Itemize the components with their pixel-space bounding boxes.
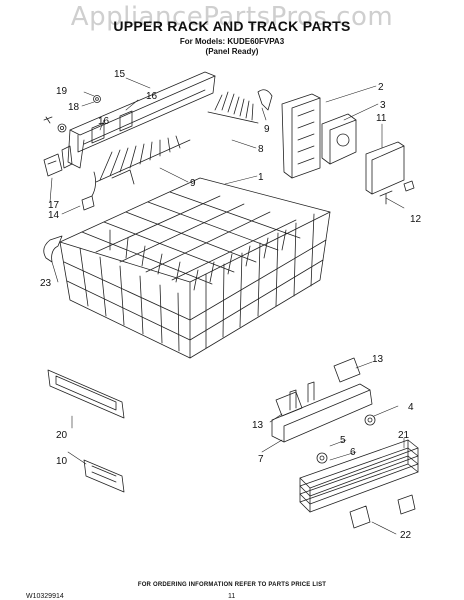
callout-16-lower: 16	[98, 116, 110, 127]
callout-7: 7	[258, 454, 264, 465]
callout-9-upper: 9	[264, 124, 270, 135]
page-title: UPPER RACK AND TRACK PARTS	[113, 18, 351, 34]
callout-1: 1	[258, 172, 264, 183]
callout-13-left: 13	[252, 420, 264, 431]
callout-12: 12	[410, 214, 422, 225]
adjuster-housing	[281, 93, 357, 179]
callout-8: 8	[258, 144, 264, 155]
model-line: For Models: KUDE60FVPA3	[179, 37, 285, 46]
callout-11: 11	[376, 113, 387, 124]
document-number: W10329914	[26, 593, 64, 600]
callout-3: 3	[380, 100, 386, 111]
clip-part	[43, 235, 63, 263]
left-small-parts	[43, 95, 101, 211]
model-info: For Models: KUDE60FVPA3 (Panel Ready)	[0, 37, 464, 57]
callout-22: 22	[400, 530, 412, 541]
ordering-info: FOR ORDERING INFORMATION REFER TO PARTS …	[137, 582, 327, 588]
panel-line: (Panel Ready)	[205, 47, 259, 56]
callout-2: 2	[378, 82, 384, 93]
upper-track-rail	[61, 71, 216, 169]
callout-23: 23	[40, 278, 52, 289]
callout-17: 17	[48, 200, 60, 211]
callout-14: 14	[48, 210, 60, 221]
callout-18: 18	[68, 102, 80, 113]
callout-6: 6	[350, 447, 356, 458]
callout-leader-lines	[49, 77, 405, 535]
track-stop-clips	[349, 494, 416, 529]
callout-9-lower: 9	[190, 178, 196, 189]
watermark-text: AppliancePartsPros.com	[70, 2, 394, 32]
callout-4: 4	[408, 402, 414, 413]
callout-10: 10	[56, 456, 68, 467]
callout-16-upper: 16	[146, 91, 158, 102]
callout-19: 19	[56, 86, 68, 97]
callout-5: 5	[340, 435, 346, 446]
rack-handle-parts	[47, 369, 125, 493]
clip-part-upper	[257, 89, 273, 111]
track-bracket	[365, 141, 415, 205]
callout-20: 20	[56, 430, 68, 441]
rack-adjuster-assembly	[271, 357, 376, 464]
rack-tines-row	[95, 91, 259, 185]
rack-wheel-assembly	[299, 439, 419, 513]
callout-21: 21	[398, 430, 410, 441]
upper-rack-basket	[59, 177, 331, 359]
page-number: 11	[228, 593, 236, 600]
callout-13-right: 13	[372, 354, 384, 365]
callout-15: 15	[114, 69, 126, 80]
